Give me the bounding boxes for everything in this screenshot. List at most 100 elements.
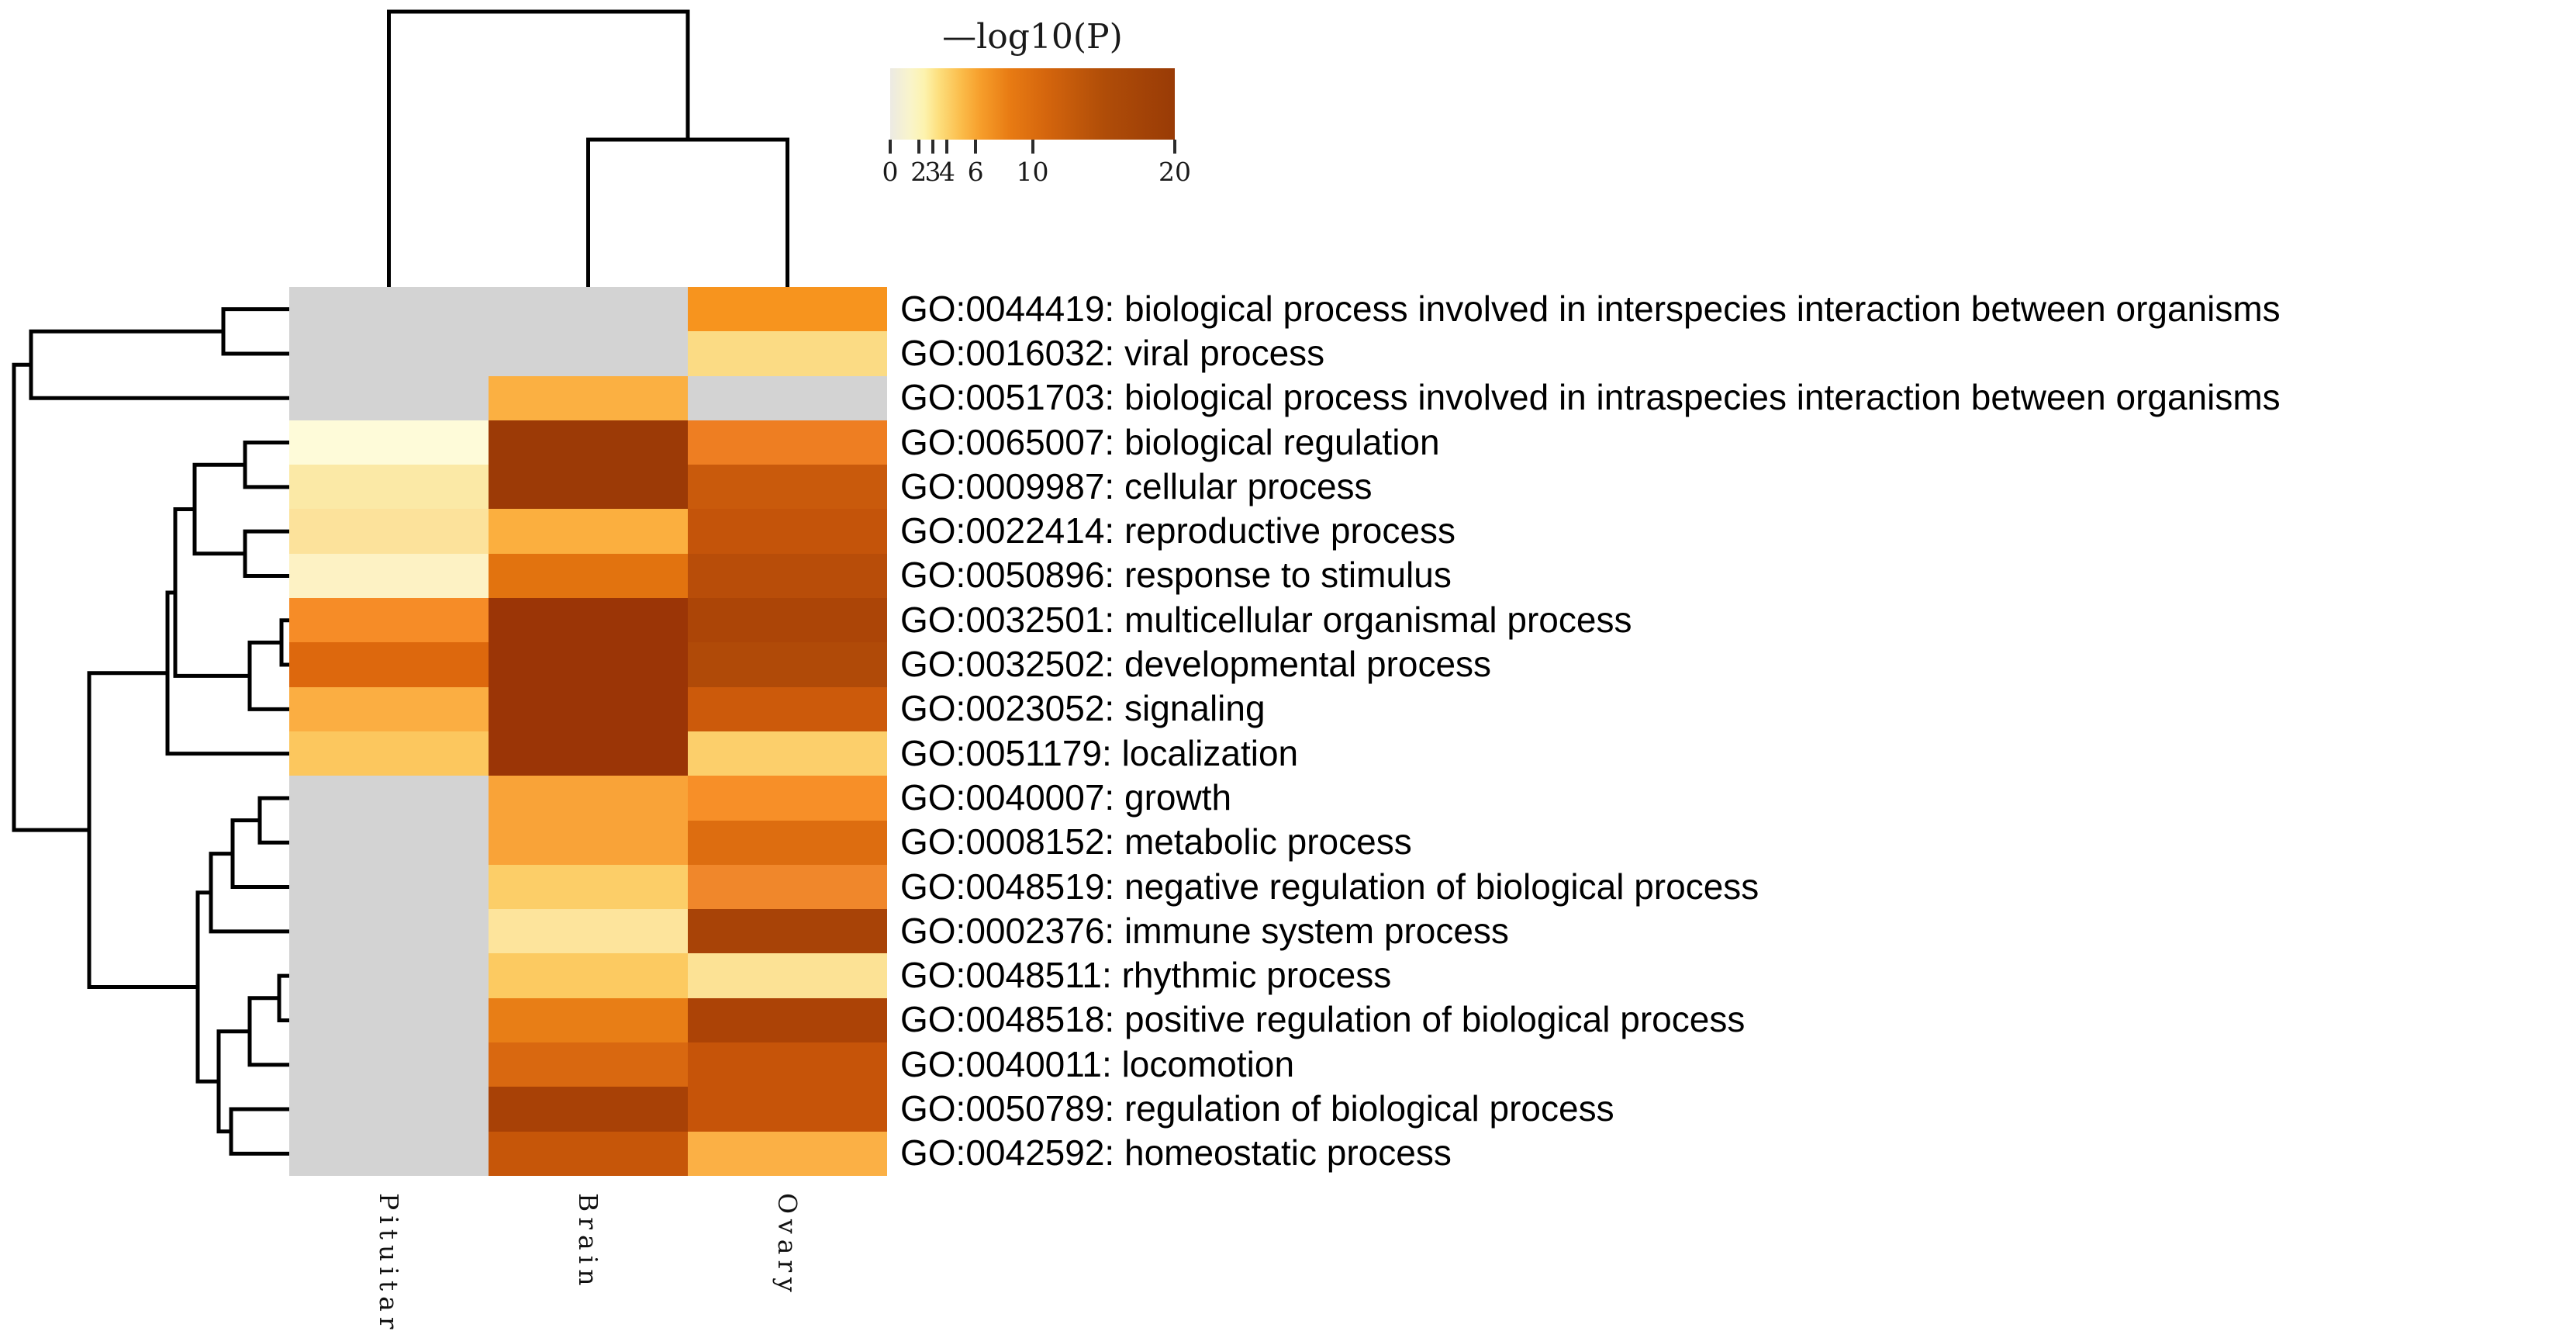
row-label: GO:0040011: locomotion [900, 1043, 1295, 1084]
heatmap [289, 287, 887, 1176]
heatmap-cell-r1-pituitary [289, 287, 489, 332]
heatmap-cell-r6-brain [489, 509, 688, 554]
heatmap-cell-r2-pituitary [289, 331, 489, 376]
legend-tick [917, 140, 920, 154]
legend-tick [889, 140, 892, 154]
heatmap-cell-r9-brain [489, 642, 688, 687]
heatmap-cell-r7-brain [489, 553, 688, 599]
row-label: GO:0022414: reproductive process [900, 510, 1455, 551]
legend-tick-label: 2 [910, 157, 927, 187]
heatmap-cell-r11-pituitary [289, 731, 489, 776]
legend-tick [974, 140, 978, 154]
heatmap-cell-r5-pituitary [289, 465, 489, 510]
heatmap-cell-r19-pituitary [289, 1087, 489, 1132]
heatmap-cell-r5-brain [489, 465, 688, 510]
legend-tick-label: 4 [938, 157, 955, 187]
row-label: GO:0051703: biological process involved … [900, 377, 2281, 418]
row-label: GO:0048518: positive regulation of biolo… [900, 999, 1746, 1040]
row-label: GO:0065007: biological regulation [900, 421, 1440, 462]
legend-tick-label: 3 [924, 157, 941, 187]
heatmap-cell-r10-ovary [688, 686, 887, 731]
legend-tick [1173, 140, 1176, 154]
heatmap-cell-r13-pituitary [289, 820, 489, 865]
heatmap-cell-r14-brain [489, 864, 688, 910]
legend-title: —log10(P) [942, 17, 1123, 57]
legend-gradient-bar [890, 68, 1175, 140]
heatmap-cell-r8-pituitary [289, 598, 489, 643]
row-label: GO:0023052: signaling [900, 688, 1266, 729]
heatmap-cell-r12-brain [489, 776, 688, 821]
row-label: GO:0048511: rhythmic process [900, 955, 1392, 996]
heatmap-cell-r8-brain [489, 598, 688, 643]
heatmap-cell-r20-ovary [688, 1131, 887, 1176]
heatmap-cell-r5-ovary [688, 465, 887, 510]
heatmap-cell-r9-ovary [688, 642, 887, 687]
heatmap-cell-r18-ovary [688, 1042, 887, 1087]
heatmap-cell-r20-brain [489, 1131, 688, 1176]
heatmap-cell-r16-brain [489, 953, 688, 998]
heatmap-cell-r10-pituitary [289, 686, 489, 731]
heatmap-cell-r15-brain [489, 909, 688, 954]
heatmap-cell-r19-brain [489, 1087, 688, 1132]
row-label: GO:0016032: viral process [900, 333, 1325, 374]
row-dendrogram [12, 307, 289, 1156]
legend-tick-label: 6 [967, 157, 984, 187]
heatmap-cell-r16-ovary [688, 953, 887, 998]
heatmap-cell-r13-brain [489, 820, 688, 865]
heatmap-cell-r13-ovary [688, 820, 887, 865]
column-label-pituitary: Pituitary [374, 1193, 404, 1331]
heatmap-cell-r12-ovary [688, 776, 887, 821]
heatmap-cell-r17-brain [489, 997, 688, 1043]
heatmap-cell-r4-pituitary [289, 420, 489, 465]
legend-tick [1031, 140, 1034, 154]
legend-tick-label: 20 [1159, 157, 1191, 187]
heatmap-cell-r17-pituitary [289, 997, 489, 1043]
row-label: GO:0050789: regulation of biological pro… [900, 1088, 1614, 1129]
heatmap-cell-r17-ovary [688, 997, 887, 1043]
heatmap-cell-r6-pituitary [289, 509, 489, 554]
row-label: GO:0042592: homeostatic process [900, 1132, 1452, 1174]
legend-tick-label: 0 [882, 157, 899, 187]
heatmap-cell-r18-pituitary [289, 1042, 489, 1087]
heatmap-cell-r6-ovary [688, 509, 887, 554]
heatmap-cell-r15-ovary [688, 909, 887, 954]
row-label: GO:0009987: cellular process [900, 465, 1373, 506]
row-label: GO:0040007: growth [900, 777, 1232, 818]
heatmap-cell-r3-brain [489, 375, 688, 420]
heatmap-cell-r18-brain [489, 1042, 688, 1087]
heatmap-cell-r14-pituitary [289, 864, 489, 910]
legend-tick-label: 10 [1016, 157, 1049, 187]
heatmap-cell-r1-brain [489, 287, 688, 332]
row-label: GO:0032501: multicellular organismal pro… [900, 599, 1632, 640]
heatmap-cell-r19-ovary [688, 1087, 887, 1132]
row-label: GO:0048519: negative regulation of biolo… [900, 866, 1759, 907]
heatmap-cell-r11-brain [489, 731, 688, 776]
heatmap-cell-r8-ovary [688, 598, 887, 643]
row-label: GO:0044419: biological process involved … [900, 288, 2281, 329]
heatmap-cell-r2-ovary [688, 331, 887, 376]
heatmap-cell-r16-pituitary [289, 953, 489, 998]
legend-tick [945, 140, 949, 154]
heatmap-cell-r20-pituitary [289, 1131, 489, 1176]
heatmap-cell-r12-pituitary [289, 776, 489, 821]
column-dendrogram [387, 9, 789, 287]
heatmap-cell-r15-pituitary [289, 909, 489, 954]
heatmap-cell-r1-ovary [688, 287, 887, 332]
row-label: GO:0002376: immune system process [900, 910, 1509, 951]
heatmap-cell-r10-brain [489, 686, 688, 731]
legend-tick [931, 140, 935, 154]
heatmap-cell-r7-ovary [688, 553, 887, 599]
row-label: GO:0050896: response to stimulus [900, 555, 1452, 596]
column-label-brain: Brain [573, 1193, 603, 1291]
heatmap-cell-r11-ovary [688, 731, 887, 776]
row-label: GO:0008152: metabolic process [900, 821, 1412, 863]
heatmap-cell-r4-brain [489, 420, 688, 465]
column-label-ovary: Ovary [772, 1193, 803, 1298]
heatmap-cell-r7-pituitary [289, 553, 489, 599]
row-label: GO:0051179: localization [900, 732, 1299, 773]
heatmap-cell-r9-pituitary [289, 642, 489, 687]
heatmap-cell-r14-ovary [688, 864, 887, 910]
